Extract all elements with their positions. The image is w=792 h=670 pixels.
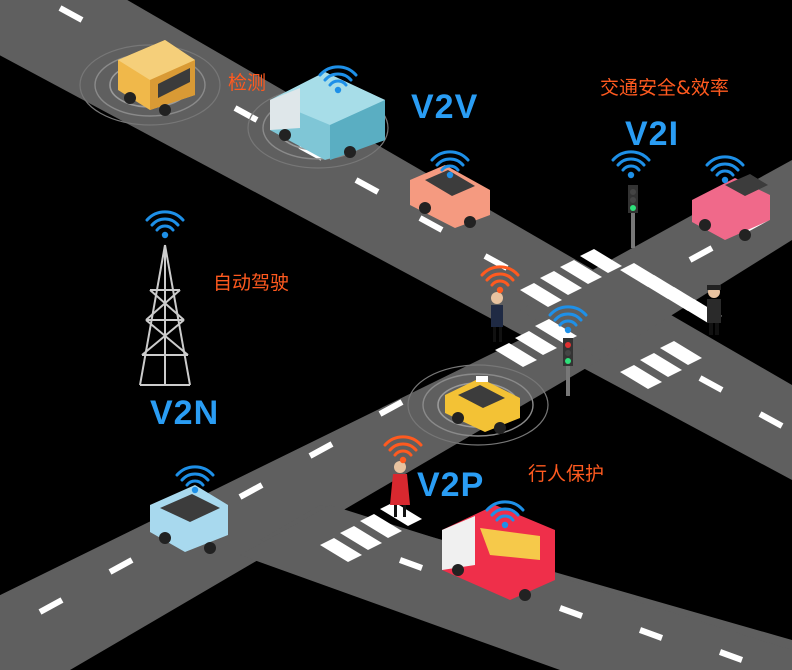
label-autodrive: 自动驾驶 <box>213 272 290 294</box>
label-v2n: V2N <box>150 394 220 432</box>
traffic-light-icon <box>628 185 638 248</box>
label-v2i: V2I <box>625 115 680 153</box>
label-detect: 检测 <box>228 72 267 94</box>
traffic-light-icon <box>563 338 573 396</box>
crosswalk-right <box>620 263 722 323</box>
crosswalk-bottom <box>320 502 422 562</box>
crosswalk-lower-right <box>620 341 702 389</box>
minibus <box>118 40 195 116</box>
crosswalk-top <box>520 249 622 307</box>
wifi-signal-icon <box>145 210 185 240</box>
police-officer-icon <box>707 285 721 335</box>
label-traffic-safety: 交通安全&效率 <box>600 77 729 99</box>
truck <box>270 72 385 160</box>
pedestrian-icon <box>390 461 410 517</box>
wifi-signal-icon <box>705 155 745 185</box>
car-coral <box>410 165 490 228</box>
label-v2v: V2V <box>411 88 479 126</box>
label-v2p: V2P <box>417 466 485 504</box>
cell-tower-icon <box>139 244 191 386</box>
delivery-truck <box>442 505 555 601</box>
pedestrian-icon <box>491 292 503 342</box>
taxi <box>445 376 520 434</box>
crosswalk-left <box>495 319 577 367</box>
wifi-signal-icon <box>611 150 651 180</box>
pickup-pink <box>692 174 770 241</box>
label-pedestrian-protection: 行人保护 <box>528 463 605 485</box>
van-light-blue <box>150 485 228 554</box>
lane-dashes-bottom <box>398 557 744 663</box>
wifi-signal-icon <box>175 465 215 495</box>
